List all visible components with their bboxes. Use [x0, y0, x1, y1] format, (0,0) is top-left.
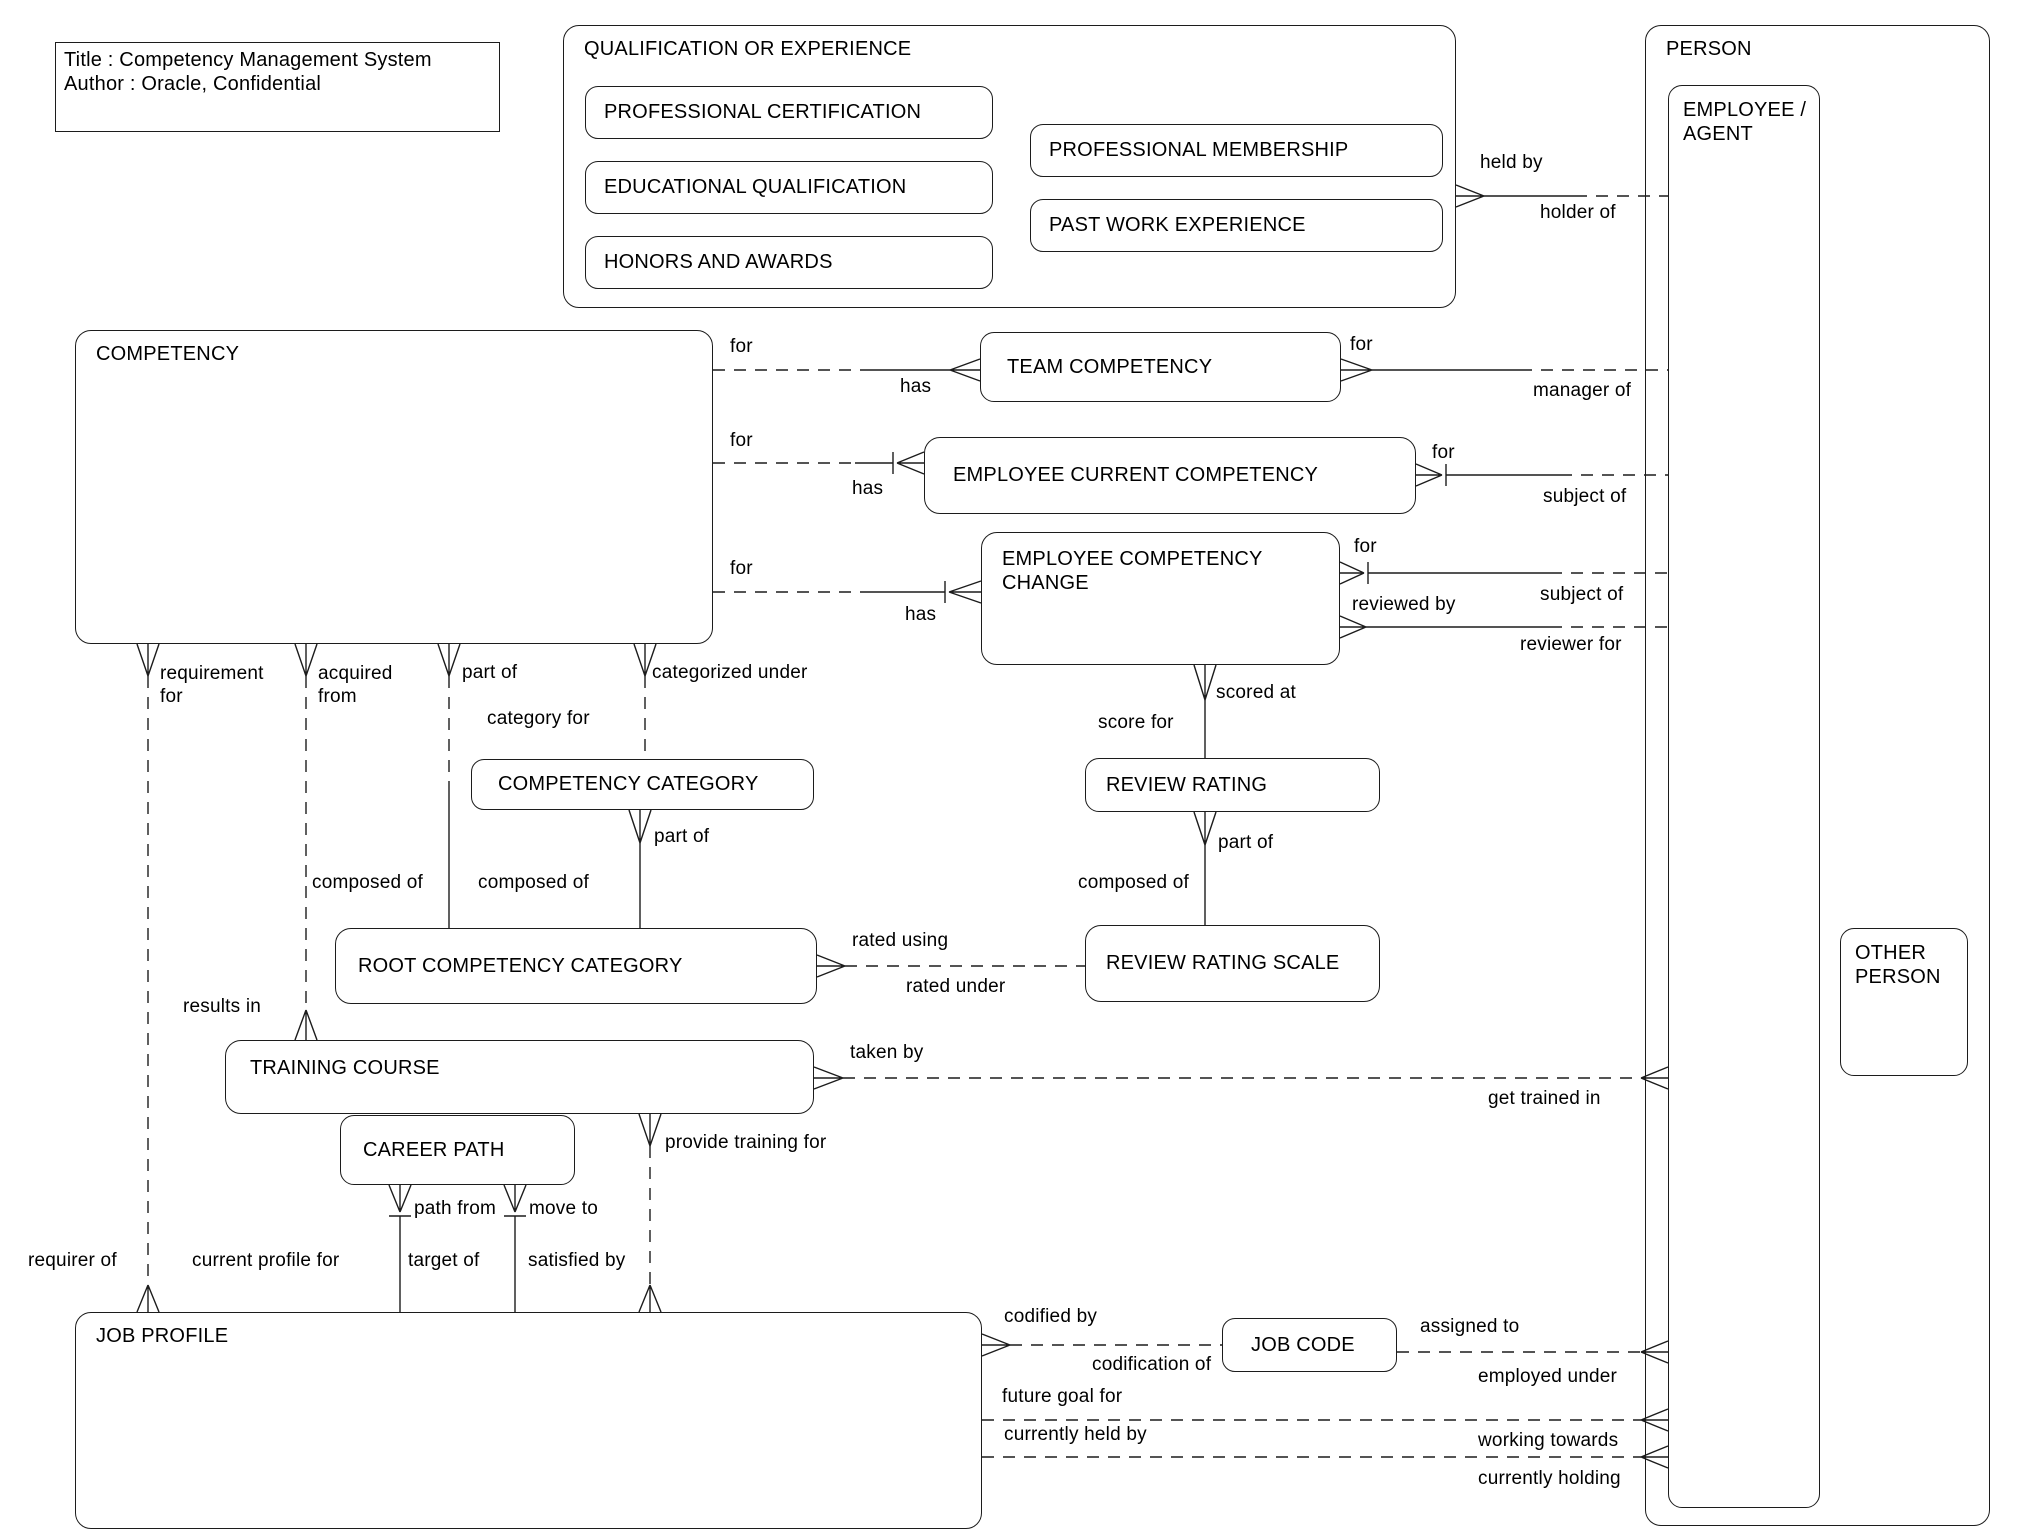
rel-subject-of-1: subject of: [1543, 486, 1627, 507]
entity-professional-membership: PROFESSIONAL MEMBERSHIP: [1030, 124, 1443, 177]
rel-held-by: held by: [1480, 152, 1543, 173]
rel-category-for: category for: [487, 708, 590, 729]
entity-label: CAREER PATH: [363, 1138, 505, 1161]
rel-part-of-3: part of: [1218, 832, 1274, 853]
rel-codified-by: codified by: [1004, 1306, 1098, 1327]
rel-assigned-to: assigned to: [1420, 1316, 1520, 1337]
rel-for-team: for: [730, 336, 753, 357]
entity-label: TRAINING COURSE: [250, 1057, 440, 1079]
rel-future-goal-for: future goal for: [1002, 1386, 1123, 1407]
entity-employee-competency-change: EMPLOYEE COMPETENCY CHANGE: [981, 532, 1340, 665]
entity-competency: COMPETENCY: [75, 330, 713, 644]
rel-currently-held-by: currently held by: [1004, 1424, 1147, 1445]
entity-training-course: TRAINING COURSE: [225, 1040, 814, 1114]
entity-past-work-experience: PAST WORK EXPERIENCE: [1030, 199, 1443, 252]
entity-other-person: OTHER PERSON: [1840, 928, 1968, 1076]
entity-honors-and-awards: HONORS AND AWARDS: [585, 236, 993, 289]
entity-professional-certification: PROFESSIONAL CERTIFICATION: [585, 86, 993, 139]
entity-team-competency: TEAM COMPETENCY: [980, 332, 1341, 402]
diagram-author: Author : Oracle, Confidential: [64, 73, 322, 95]
entity-label: QUALIFICATION OR EXPERIENCE: [584, 38, 912, 60]
rel-has-ecch: has: [905, 604, 937, 625]
rel-scored-at: scored at: [1216, 682, 1296, 703]
diagram-title: Title : Competency Management System: [64, 49, 432, 71]
entity-career-path: CAREER PATH: [340, 1115, 575, 1185]
entity-label: PROFESSIONAL MEMBERSHIP: [1049, 139, 1349, 161]
rel-score-for: score for: [1098, 712, 1174, 733]
rel-has-ecc: has: [852, 478, 884, 499]
entity-label: OTHER PERSON: [1855, 942, 1941, 988]
rel-for-ecch-right: for: [1354, 536, 1377, 557]
rel-composed-of-2: composed of: [478, 872, 589, 893]
entity-root-competency-category: ROOT COMPETENCY CATEGORY: [335, 928, 817, 1004]
rel-codification-of: codification of: [1092, 1354, 1212, 1375]
entity-review-rating-scale: REVIEW RATING SCALE: [1085, 925, 1380, 1002]
entity-label: EDUCATIONAL QUALIFICATION: [604, 176, 907, 198]
rel-get-trained-in: get trained in: [1488, 1088, 1601, 1109]
entity-label: JOB PROFILE: [96, 1325, 229, 1347]
rel-composed-of-3: composed of: [1078, 872, 1189, 893]
rel-satisfied-by: satisfied by: [528, 1250, 626, 1271]
entity-label: JOB CODE: [1251, 1333, 1355, 1356]
entity-job-code: JOB CODE: [1222, 1318, 1397, 1372]
rel-path-from: path from: [414, 1198, 497, 1219]
rel-requirer-of: requirer of: [28, 1250, 117, 1271]
entity-label: PAST WORK EXPERIENCE: [1049, 214, 1306, 236]
rel-rated-using: rated using: [852, 930, 949, 951]
rel-for-subject: for: [1432, 442, 1455, 463]
entity-label: COMPETENCY CATEGORY: [498, 773, 759, 795]
rel-holder-of: holder of: [1540, 202, 1616, 223]
rel-taken-by: taken by: [850, 1042, 924, 1063]
diagram-title-box: Title : Competency Management System Aut…: [55, 42, 500, 132]
entity-educational-qualification: EDUCATIONAL QUALIFICATION: [585, 161, 993, 214]
entity-employee-current-competency: EMPLOYEE CURRENT COMPETENCY: [924, 437, 1416, 514]
rel-categorized-under: categorized under: [652, 662, 808, 683]
rel-currently-holding: currently holding: [1478, 1468, 1621, 1489]
rel-manager-of: manager of: [1533, 380, 1632, 401]
rel-part-of-2: part of: [654, 826, 710, 847]
entity-label: PERSON: [1666, 38, 1752, 60]
rel-rated-under: rated under: [906, 976, 1006, 997]
entity-label: COMPETENCY: [96, 343, 240, 365]
rel-subject-of-2: subject of: [1540, 584, 1624, 605]
rel-reviewer-for: reviewer for: [1520, 634, 1622, 655]
entity-label: TEAM COMPETENCY: [1007, 355, 1213, 378]
entity-employee-agent: EMPLOYEE / AGENT: [1668, 85, 1820, 1508]
entity-label: REVIEW RATING: [1106, 773, 1268, 796]
entity-label: HONORS AND AWARDS: [604, 251, 833, 273]
entity-competency-category: COMPETENCY CATEGORY: [471, 759, 814, 810]
rel-part-of-1: part of: [462, 662, 518, 683]
rel-for-ecc: for: [730, 430, 753, 451]
rel-for-manager: for: [1350, 334, 1373, 355]
rel-current-profile-for: current profile for: [192, 1250, 340, 1271]
rel-for-ecch: for: [730, 558, 753, 579]
entity-label: PROFESSIONAL CERTIFICATION: [604, 101, 922, 123]
entity-label: EMPLOYEE / AGENT: [1683, 99, 1807, 145]
rel-requirement-for: requirement for: [160, 663, 264, 708]
rel-reviewed-by: reviewed by: [1352, 594, 1456, 615]
rel-move-to: move to: [529, 1198, 598, 1219]
entity-label: EMPLOYEE COMPETENCY CHANGE: [1002, 548, 1263, 595]
rel-has-team: has: [900, 376, 932, 397]
entity-job-profile: JOB PROFILE: [75, 1312, 982, 1529]
entity-review-rating: REVIEW RATING: [1085, 758, 1380, 812]
rel-acquired-from: acquired from: [318, 663, 393, 708]
rel-target-of: target of: [408, 1250, 480, 1271]
rel-composed-of-1: composed of: [312, 872, 423, 893]
rel-provide-training-for: provide training for: [665, 1132, 827, 1153]
rel-results-in: results in: [183, 996, 262, 1017]
rel-employed-under: employed under: [1478, 1366, 1618, 1387]
entity-label: EMPLOYEE CURRENT COMPETENCY: [953, 464, 1319, 486]
entity-label: ROOT COMPETENCY CATEGORY: [358, 954, 683, 977]
rel-working-towards: working towards: [1478, 1430, 1619, 1451]
entity-label: REVIEW RATING SCALE: [1106, 952, 1340, 974]
